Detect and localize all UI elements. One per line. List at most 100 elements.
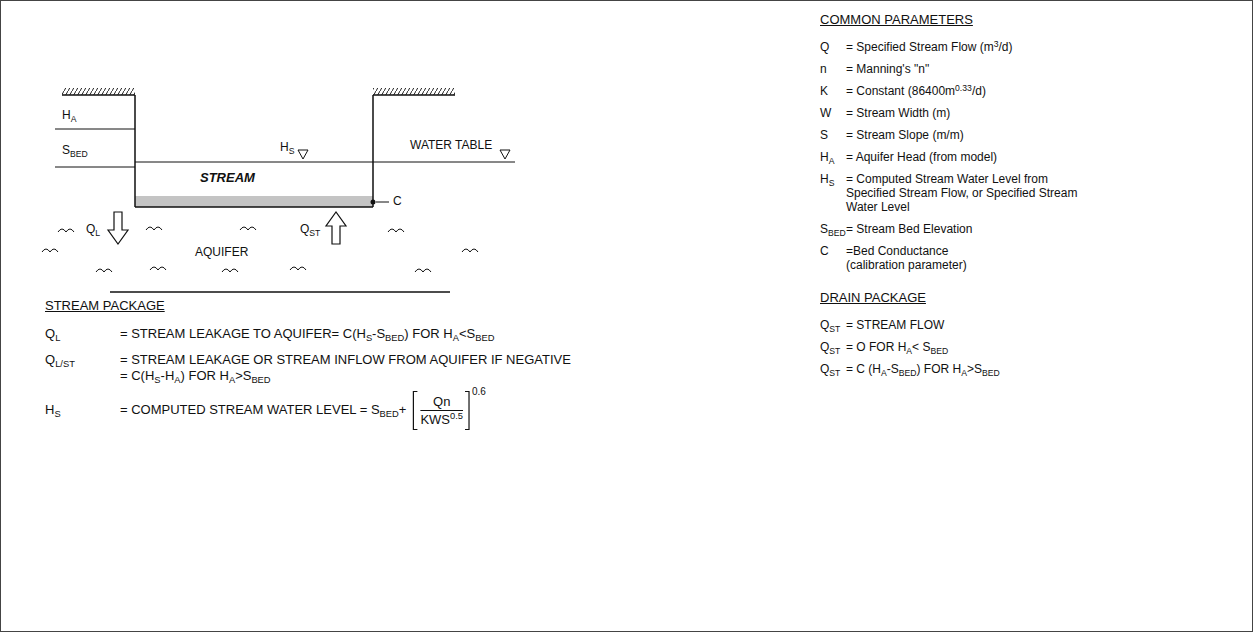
aquifer-base <box>110 291 450 293</box>
section-heading: COMMON PARAMETERS <box>820 12 973 28</box>
formula-symbol: QL <box>45 326 60 343</box>
level-triangle <box>500 150 510 159</box>
fraction-numerator: Qn <box>433 394 450 410</box>
text-run: = STREAM LEAKAGE TO AQUIFER= C(H <box>120 326 366 341</box>
level-label: WATER TABLE <box>410 138 492 152</box>
text-run: + <box>399 402 407 417</box>
text-run: = Manning's "n" <box>846 62 929 76</box>
formula-text: = STREAM LEAKAGE OR STREAM INFLOW FROM A… <box>120 352 575 385</box>
text-run: Q <box>820 318 829 332</box>
text-run: = Stream Width (m) <box>846 106 950 120</box>
aquifer-symbol <box>42 227 478 272</box>
text-run: = Stream Bed Elevation <box>846 222 972 236</box>
text-run: /d) <box>972 84 986 98</box>
superscript: 0.5 <box>450 411 463 421</box>
water-table-line <box>373 162 515 163</box>
parameter-symbol: Q <box>820 40 829 54</box>
text-run: H <box>280 140 289 154</box>
text-run: S <box>820 222 828 236</box>
text-run: = COMPUTED STREAM WATER LEVEL = S <box>120 402 380 417</box>
text-run: COMMON PARAMETERS <box>820 12 973 27</box>
text-run: -H <box>161 368 175 383</box>
section-heading: STREAM PACKAGE <box>45 298 165 314</box>
superscript: 3 <box>994 39 999 49</box>
level-label: HS <box>280 140 294 155</box>
subscript: BED <box>70 149 88 159</box>
text-run: = Computed Stream Water Level from Speci… <box>846 172 1077 214</box>
text-run: = C (H <box>846 362 881 376</box>
flow-label: QST <box>300 222 320 237</box>
region-label: STREAM <box>200 170 255 186</box>
parameter-symbol: S <box>820 128 828 142</box>
subscript: A <box>906 346 912 356</box>
text-run: Q <box>45 352 55 367</box>
parameter-symbol: n <box>820 62 827 76</box>
text-run: S <box>62 143 70 157</box>
text-run: >S <box>235 368 251 383</box>
text-run: Q <box>45 326 55 341</box>
subscript: BED <box>251 375 270 385</box>
subscript: BED <box>930 346 948 356</box>
text-run: Q <box>820 340 829 354</box>
stream-bed <box>135 196 373 207</box>
text-run: S <box>820 128 828 142</box>
text-run: = O FOR H <box>846 340 906 354</box>
text-run: = Specified Stream Flow (m <box>846 40 994 54</box>
text-run: H <box>62 108 71 122</box>
subscript: L <box>95 228 100 238</box>
text-run: AQUIFER <box>195 245 248 259</box>
text-run: Q <box>820 40 829 54</box>
subscript: ST <box>829 368 840 378</box>
text-run: = Stream Slope (m/m) <box>846 128 964 142</box>
subscript: S <box>154 375 160 385</box>
parameter-definition: = Constant (86400m0.33/d) <box>846 84 986 99</box>
text-run: ) FOR H <box>404 326 452 341</box>
text-run: < S <box>912 340 930 354</box>
text-run: = Aquifer Head (from model) <box>846 150 997 164</box>
formula-symbol: QST <box>820 340 840 355</box>
text-run: ) FOR H <box>181 368 229 383</box>
stream-channel <box>135 95 373 207</box>
text-run: ) FOR H <box>917 362 962 376</box>
formula-text: = COMPUTED STREAM WATER LEVEL = SBED+ <box>120 402 406 419</box>
ground-surface <box>62 94 455 96</box>
parameter-definition: = Computed Stream Water Level from Speci… <box>846 172 1082 214</box>
level-label: HA <box>62 108 76 123</box>
parameter-definition: = Stream Width (m) <box>846 106 950 120</box>
region-label: AQUIFER <box>195 245 248 259</box>
formula-symbol: QL/ST <box>45 352 75 369</box>
text-run: -S <box>372 326 385 341</box>
formula-text: = STREAM LEAKAGE TO AQUIFER= C(HS-SBED) … <box>120 326 494 343</box>
text-run: STREAM PACKAGE <box>45 298 165 313</box>
text-run: C <box>393 194 402 208</box>
subscript: S <box>829 178 835 188</box>
parameter-definition: = Aquifer Head (from model) <box>846 150 997 164</box>
text-run: C <box>820 244 829 258</box>
subscript: A <box>829 156 835 166</box>
formula-text: = O FOR HA< SBED <box>846 340 948 355</box>
level-label: SBED <box>62 143 88 158</box>
parameter-symbol: SBED <box>820 222 846 237</box>
text-run: >S <box>967 362 982 376</box>
text-run: Q <box>820 362 829 376</box>
stream-water-level <box>135 162 373 163</box>
subscript: S <box>54 409 60 419</box>
text-run: /d) <box>999 40 1013 54</box>
leader-dot <box>371 200 376 205</box>
text-run: H <box>820 172 829 186</box>
subscript: BED <box>380 409 399 419</box>
subscript: L/ST <box>55 359 75 369</box>
subscript: ST <box>829 324 840 334</box>
formula-symbol: QST <box>820 362 840 377</box>
text-run: H <box>820 150 829 164</box>
aquifer-head-line <box>55 129 135 130</box>
inflow-arrow <box>326 212 346 244</box>
subscript: A <box>881 368 887 378</box>
parameter-symbol: W <box>820 106 831 120</box>
subscript: BED <box>475 333 494 343</box>
subscript: A <box>174 375 180 385</box>
text-run: W <box>820 106 831 120</box>
parameter-definition: = Stream Bed Elevation <box>846 222 972 236</box>
